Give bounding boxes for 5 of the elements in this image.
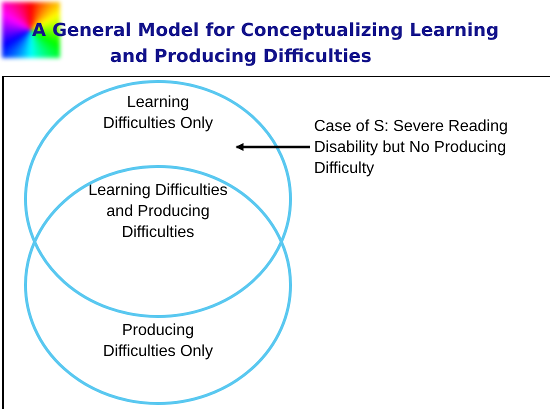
overlap-label: Learning Difficulties and Producing Difficulties <box>87 181 229 243</box>
set-label: Learning Difficulties Only <box>102 93 214 134</box>
set-label: Producing Difficulties Only <box>102 321 214 362</box>
arrow <box>236 143 310 151</box>
callout-text: Case of S: Severe Reading Disability but No Producing Difficulty <box>314 117 509 179</box>
